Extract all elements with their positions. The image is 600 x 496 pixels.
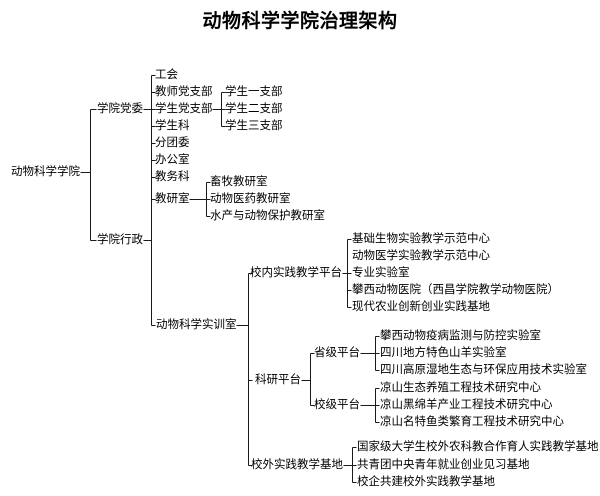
node-youth-league-committee: 分团委: [155, 137, 190, 149]
diagram-title: 动物科学学院治理架构: [202, 11, 398, 32]
node-animal-medicine-center: 动物医学实验教学示范中心: [352, 250, 490, 262]
node-animal-husbandry-tro: 畜牧教研室: [210, 176, 268, 188]
node-student-affairs-section: 学生科: [155, 120, 190, 132]
node-college: 动物科学学院: [11, 166, 80, 178]
connector-root-branches: [80, 109, 97, 241]
node-liangshan-black-sheep-center: 凉山黑绵羊产业工程技术研究中心: [380, 399, 553, 411]
node-student-party-branch: 学生党支部: [155, 103, 213, 115]
node-sichuan-goat-lab: 四川地方特色山羊实验室: [380, 347, 507, 359]
connector-student-party-branches: [212, 92, 226, 127]
connector-party-committee-children: [143, 75, 156, 326]
node-research-platform: 科研平台: [255, 374, 301, 386]
connector-provincial-children: [360, 336, 380, 371]
connector-on-campus-children: [342, 239, 352, 308]
node-national-agri-base: 国家级大学生校外农科教合作育人实践教学基地: [357, 441, 599, 453]
node-liangshan-fish-center: 凉山名特鱼类繁育工程技术研究中心: [380, 416, 564, 428]
node-student-branch-3: 学生三支部: [225, 120, 283, 132]
node-school-enterprise-base: 校企共建校外实践教学基地: [357, 476, 495, 488]
node-university-platform: 校级平台: [314, 399, 360, 411]
connector-university-children: [360, 388, 380, 423]
node-panxi-animal-hospital: 攀西动物医院（西昌学院教学动物医院）: [352, 284, 559, 296]
node-off-campus-base: 校外实践教学基地: [251, 459, 343, 471]
node-basic-biology-center: 基础生物实验教学示范中心: [352, 233, 490, 245]
node-modern-agriculture-base: 现代农业创新创业实践基地: [352, 301, 490, 313]
node-provincial-platform: 省级平台: [314, 347, 360, 359]
node-youth-employment-base: 共青团中央青年就业创业见习基地: [357, 459, 530, 471]
node-administration: 学院行政: [97, 234, 143, 246]
node-student-branch-2: 学生二支部: [225, 103, 283, 115]
node-student-branch-1: 学生一支部: [225, 86, 283, 98]
node-panxi-epidemic-lab: 攀西动物疫病监测与防控实验室: [380, 330, 541, 342]
node-sichuan-wetland-lab: 四川高原湿地生态与环保应用技术实验室: [380, 364, 587, 376]
node-on-campus-platform: 校内实践教学平台: [250, 267, 342, 279]
connector-research-platform-children: [301, 353, 315, 406]
node-animal-medicine-tro: 动物医药教研室: [210, 193, 291, 205]
node-aquatic-protection-tro: 水产与动物保护教研室: [210, 210, 325, 222]
connector-teaching-research-children: [189, 182, 211, 217]
connector-training-center-children: [236, 273, 253, 466]
node-professional-lab: 专业实验室: [352, 267, 410, 279]
node-labor-union: 工会: [155, 69, 178, 81]
node-academic-affairs-section: 教务科: [155, 171, 190, 183]
node-training-center: 动物科学实训室: [156, 319, 237, 331]
connector-off-campus-children: [343, 447, 357, 483]
node-liangshan-eco-breeding-center: 凉山生态养殖工程技术研究中心: [380, 382, 541, 394]
node-party-committee: 学院党委: [97, 103, 143, 115]
node-teaching-research-office: 教研室: [155, 193, 190, 205]
node-teacher-party-branch: 教师党支部: [155, 86, 213, 98]
node-office: 办公室: [155, 154, 190, 166]
